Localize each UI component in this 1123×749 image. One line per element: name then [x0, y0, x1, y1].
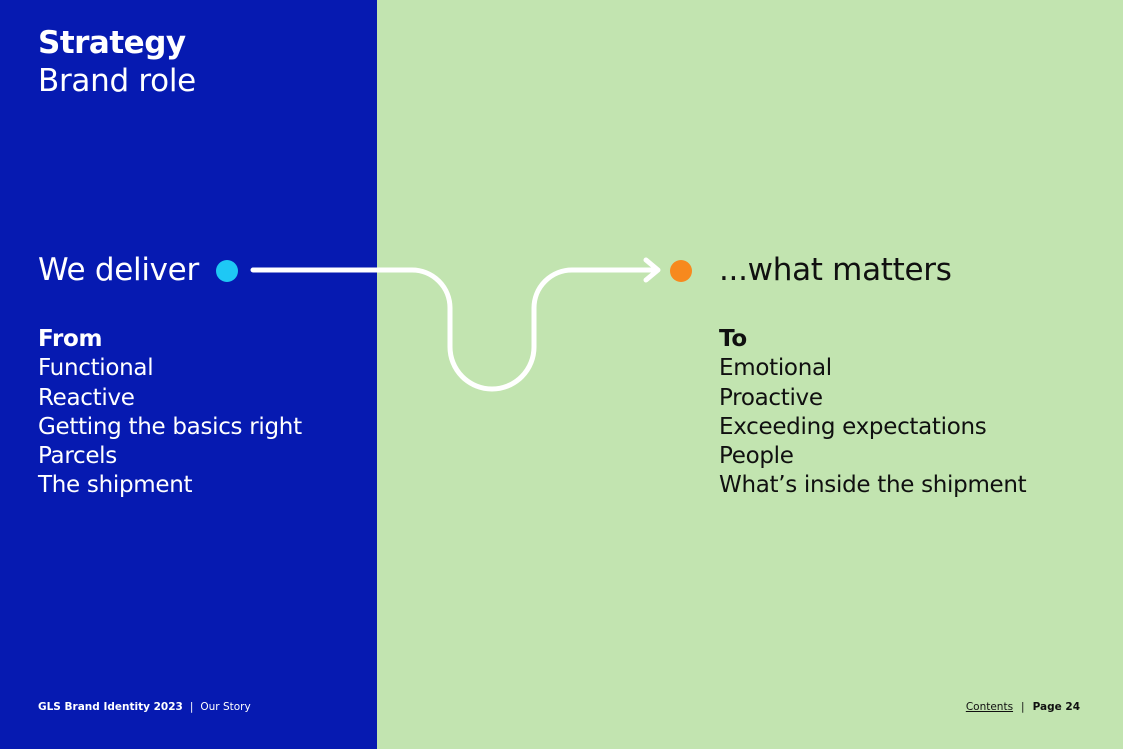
footer-section: Our Story — [200, 701, 251, 713]
footer-right: Contents | Page 24 — [966, 700, 1080, 714]
to-list: To Emotional Proactive Exceeding expecta… — [719, 325, 1027, 501]
connector-line — [250, 267, 659, 392]
end-dot-icon — [670, 260, 692, 282]
page-number: Page 24 — [1032, 701, 1080, 713]
list-item: Emotional — [719, 355, 832, 382]
list-item: Getting the basics right — [38, 413, 302, 440]
list-item: Proactive — [719, 384, 823, 411]
start-dot-icon — [216, 260, 238, 282]
to-heading: To — [719, 326, 747, 352]
list-item: Parcels — [38, 443, 117, 470]
from-list: From Functional Reactive Getting the bas… — [38, 325, 302, 501]
contents-link[interactable]: Contents — [965, 701, 1014, 713]
list-item: People — [719, 443, 794, 470]
right-phrase: ...what matters — [719, 252, 952, 288]
from-heading: From — [38, 326, 103, 352]
page-subtitle: Brand role — [38, 63, 196, 99]
footer-left: GLS Brand Identity 2023 | Our Story — [38, 700, 251, 714]
list-item: Reactive — [38, 384, 135, 411]
left-phrase: We deliver — [38, 252, 199, 288]
left-panel — [0, 0, 377, 749]
list-item: The shipment — [38, 472, 193, 499]
list-item: Exceeding expectations — [719, 413, 987, 440]
footer-brand: GLS Brand Identity 2023 — [38, 701, 183, 713]
page-title: Strategy — [38, 25, 186, 61]
list-item: Functional — [38, 355, 154, 382]
footer-separator: | — [1021, 701, 1025, 713]
footer-separator: | — [189, 701, 194, 713]
right-panel — [377, 0, 1123, 749]
list-item: What’s inside the shipment — [719, 472, 1027, 499]
arrow-head-icon — [643, 257, 661, 283]
